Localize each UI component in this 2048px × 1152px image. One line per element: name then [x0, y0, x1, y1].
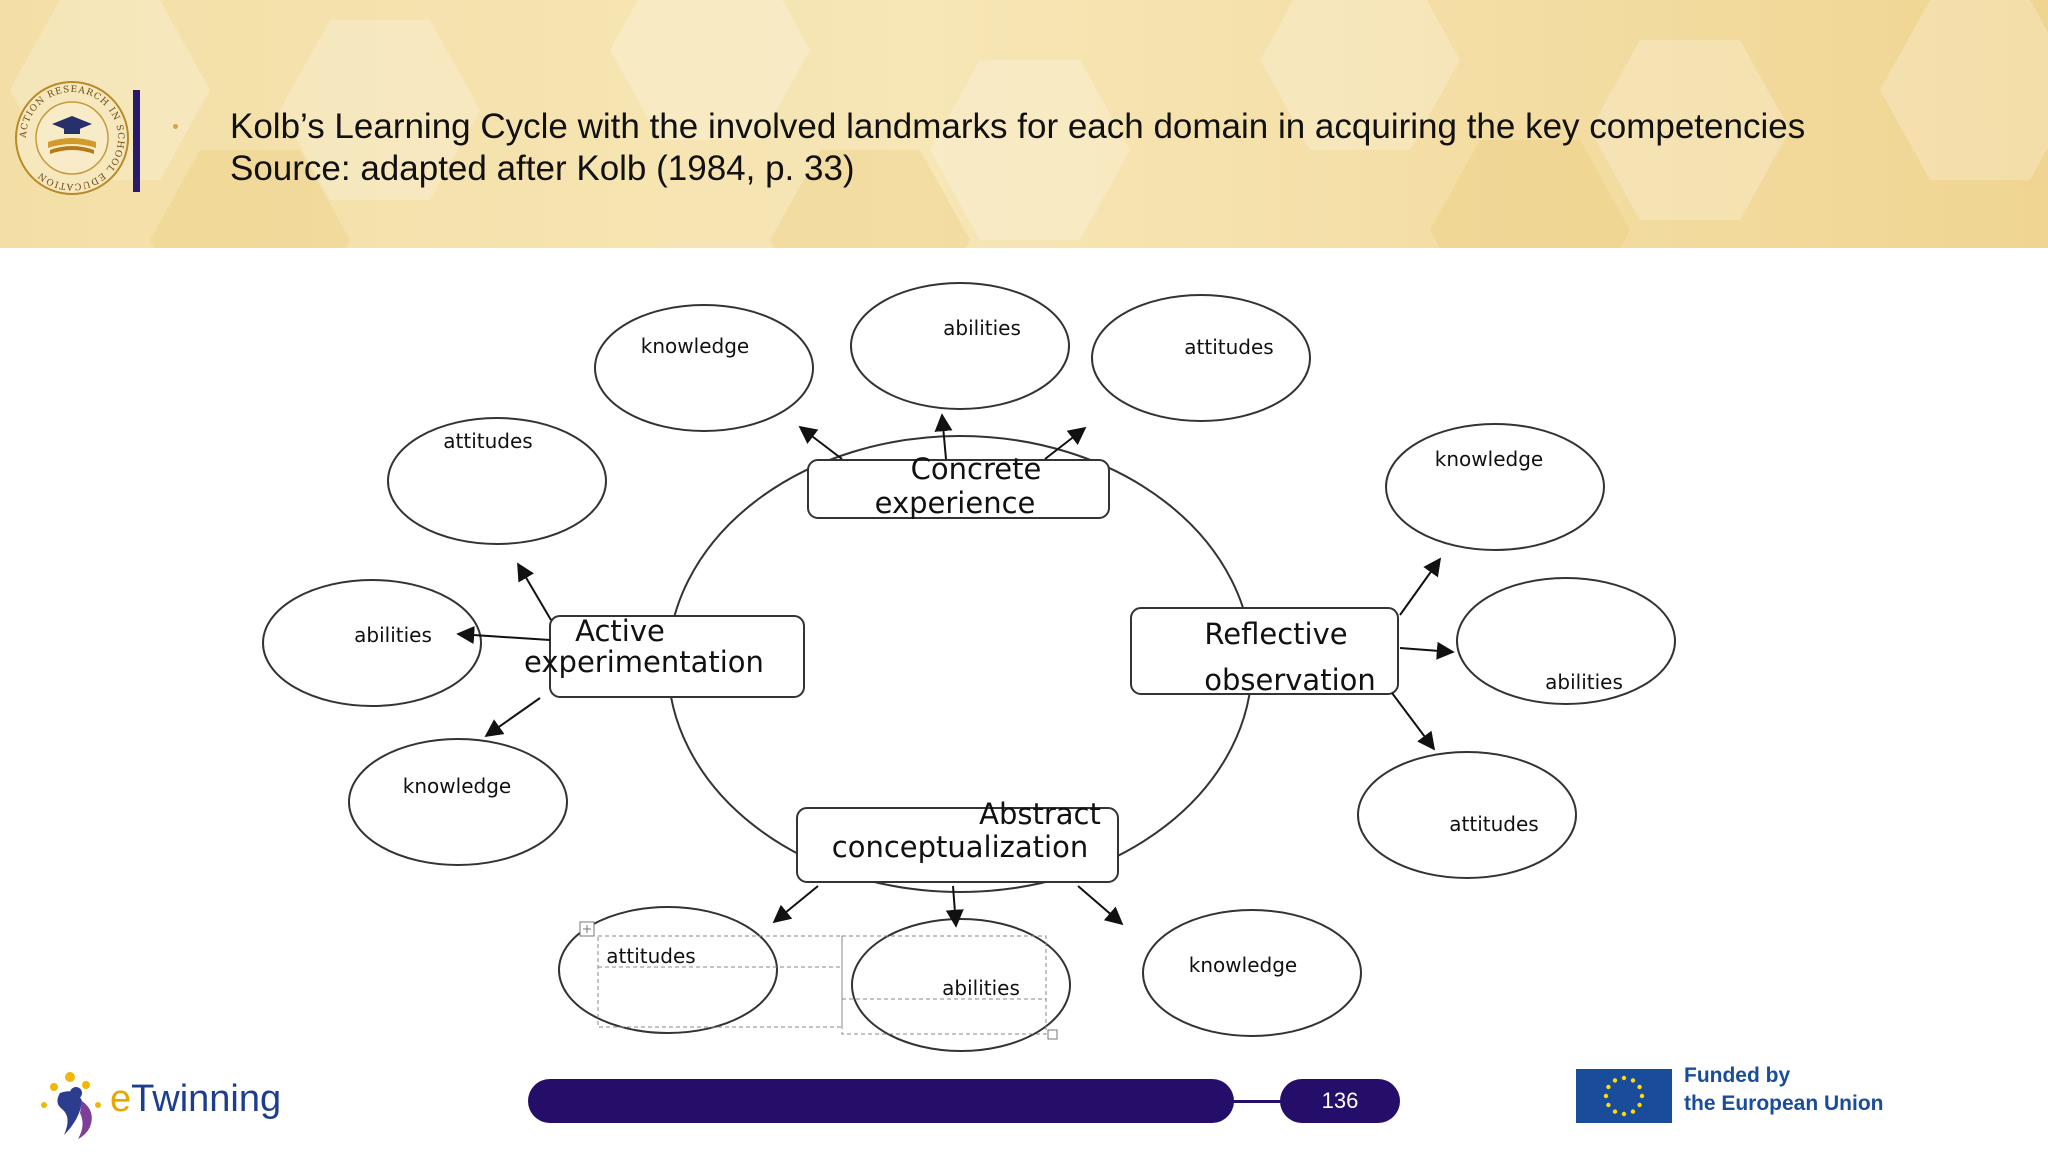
- resize-handle[interactable]: [1047, 1029, 1058, 1040]
- abstract-label-2: conceptualization: [832, 830, 1088, 864]
- arrow-active-knowledge: [484, 697, 541, 738]
- bubble-label: knowledge: [1189, 953, 1297, 977]
- bubble-active-abilities: [262, 579, 482, 707]
- progress-connector: [1230, 1100, 1286, 1103]
- concrete-label-1: Concrete: [911, 452, 1042, 486]
- etwinning-logo: [41, 1072, 101, 1139]
- bubble-label: attitudes: [606, 944, 695, 968]
- page-number: 136: [1280, 1079, 1400, 1123]
- arrow-concrete-attitudes: [1044, 426, 1087, 460]
- bubble-active-knowledge: [348, 738, 568, 866]
- bubble-concrete-knowledge: [594, 304, 814, 432]
- arrow-reflective-attitudes: [1391, 692, 1436, 751]
- active-label-2: experimentation: [524, 645, 764, 679]
- eu-flag-icon: [1576, 1069, 1672, 1123]
- arrow-abstract-attitudes: [772, 885, 819, 924]
- eu-star: [1612, 1078, 1618, 1083]
- bubble-abstract-attitudes: [558, 906, 778, 1034]
- active-label-1: Active: [575, 614, 665, 648]
- stage-box-concrete: [807, 459, 1110, 519]
- bubble-active-attitudes: [387, 417, 607, 545]
- slide-header: ACTION RESEARCH IN SCHOOL EDUCATION Kolb…: [0, 0, 2048, 248]
- bubble-label: knowledge: [641, 334, 749, 358]
- eu-star: [1606, 1102, 1611, 1108]
- title-line-2: Source: adapted after Kolb (1984, p. 33): [230, 149, 855, 188]
- bubble-concrete-abilities: [850, 282, 1070, 410]
- concrete-label-2: experience: [875, 486, 1036, 520]
- bubble-concrete-attitudes: [1091, 294, 1311, 422]
- arrow-abstract-knowledge: [1077, 885, 1124, 926]
- eu-star: [1621, 1111, 1627, 1117]
- bubble-label: abilities: [942, 976, 1020, 1000]
- stage-box-active: [549, 615, 805, 698]
- bullet-dot: [173, 124, 178, 129]
- stage-box-reflective: [1130, 607, 1399, 695]
- eu-star: [1637, 1084, 1642, 1090]
- arrow-concrete-knowledge: [798, 425, 843, 460]
- arrow-abstract-abilities: [945, 885, 964, 928]
- logo-divider: [133, 90, 140, 192]
- bubble-label: abilities: [943, 316, 1021, 340]
- eu-star: [1621, 1075, 1627, 1081]
- stage-box-abstract: [796, 807, 1119, 883]
- bubble-label: attitudes: [443, 429, 532, 453]
- bubble-label: attitudes: [1449, 812, 1538, 836]
- eu-star: [1639, 1093, 1645, 1099]
- arrow-concrete-abilities: [934, 413, 953, 460]
- school-logo: ACTION RESEARCH IN SCHOOL EDUCATION: [15, 81, 129, 195]
- selection-frame: [597, 935, 1047, 1035]
- arrow-active-abilities: [456, 626, 551, 645]
- bubble-reflective-attitudes: [1357, 751, 1577, 879]
- etwinning-wordmark: eTwinning: [110, 1078, 282, 1120]
- title-line-1: Kolb’s Learning Cycle with the involved …: [230, 107, 1806, 146]
- arrow-reflective-abilities: [1399, 641, 1455, 660]
- eu-star: [1637, 1102, 1642, 1108]
- bubble-label: knowledge: [1435, 447, 1543, 471]
- bubble-label: knowledge: [403, 774, 511, 798]
- slide-title: Kolb’s Learning Cycle with the involved …: [230, 106, 1805, 190]
- bubble-reflective-abilities: [1456, 577, 1676, 705]
- eu-star: [1603, 1093, 1609, 1099]
- bubble-label: attitudes: [1184, 335, 1273, 359]
- eu-star: [1612, 1109, 1618, 1114]
- arrow-active-attitudes: [517, 562, 552, 621]
- bubble-reflective-knowledge: [1385, 423, 1605, 551]
- eu-star: [1630, 1109, 1636, 1114]
- kolb-cycle-diagram: Concrete experience Reflective observati…: [262, 282, 1676, 1052]
- eu-funding-label: Funded by the European Union: [1684, 1064, 1884, 1115]
- hexagon-background: [10, 0, 2048, 248]
- reflective-label-2: observation: [1204, 663, 1376, 697]
- arrow-reflective-knowledge: [1399, 557, 1442, 616]
- progress-bar: [528, 1079, 1234, 1123]
- bubble-label: abilities: [354, 623, 432, 647]
- eu-star: [1606, 1084, 1611, 1090]
- reflective-label-1: Reflective: [1204, 617, 1347, 651]
- bubble-label: abilities: [1545, 670, 1623, 694]
- abstract-label-1: Abstract: [979, 797, 1101, 831]
- eu-star: [1630, 1078, 1636, 1083]
- bubble-abstract-knowledge: [1142, 909, 1362, 1037]
